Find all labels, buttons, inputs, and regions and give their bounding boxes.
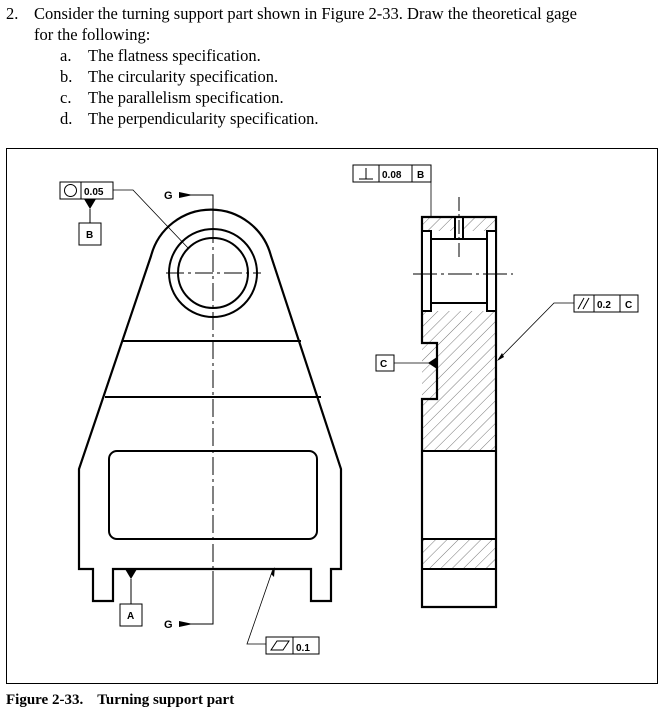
circle-icon	[64, 184, 77, 197]
caption-number: Figure 2-33.	[6, 692, 84, 708]
figure-frame: G G 0.05 B A	[6, 148, 658, 684]
circularity-tolerance: 0.05	[84, 187, 104, 198]
datum-a: A	[127, 611, 134, 622]
parallelism-datum: C	[625, 300, 632, 311]
parallelism-tolerance: 0.2	[597, 300, 611, 311]
datum-a-marker: A	[119, 569, 143, 627]
question-number: 2.	[6, 4, 19, 23]
perpendicularity-tolerance: 0.08	[382, 170, 402, 181]
perpendicularity-control-frame: 0.08 B	[352, 164, 432, 217]
flatness-icon	[270, 640, 290, 651]
perpendicular-icon	[359, 168, 373, 180]
flatness-tolerance: 0.1	[296, 643, 310, 654]
front-view: G G	[77, 190, 343, 631]
section-label-g-bottom: G	[164, 619, 173, 631]
flatness-control-frame: 0.1	[246, 567, 320, 655]
section-label-g-top: G	[164, 190, 173, 202]
circularity-control-frame: 0.05 B	[59, 181, 190, 250]
subitem-c: c.The parallelism specification.	[60, 88, 284, 107]
side-view-section	[413, 197, 513, 609]
parallel-icon	[577, 297, 590, 310]
subitem-d: d.The perpendicularity specification.	[60, 109, 319, 128]
figure-caption: Figure 2-33. Turning support part	[6, 692, 248, 709]
parallelism-control-frame: 0.2 C	[497, 294, 639, 361]
subitem-b: b.The circularity specification.	[60, 67, 279, 86]
turning-support-drawing: G G 0.05 B A	[59, 164, 639, 655]
question-line-2: for the following:	[34, 25, 151, 44]
datum-c-marker: C	[375, 354, 437, 372]
question-line-1: Consider the turning support part shown …	[34, 4, 578, 23]
perpendicularity-datum: B	[417, 170, 424, 181]
caption-title: Turning support part	[97, 692, 235, 708]
datum-c: C	[380, 359, 387, 370]
datum-b: B	[86, 230, 93, 241]
subitem-a: a.The flatness specification.	[60, 46, 261, 65]
